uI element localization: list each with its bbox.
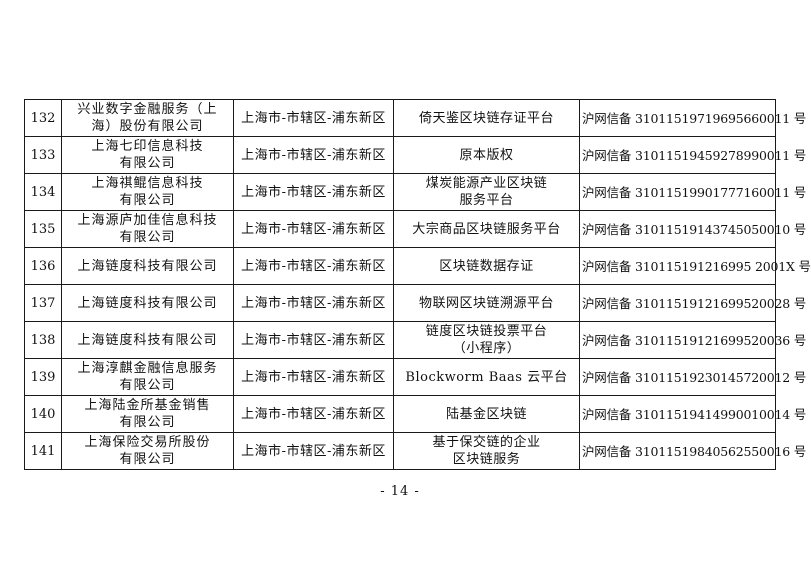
company-name-cell-line: 上海保险交易所股份	[84, 435, 211, 450]
service-name-cell: 链度区块链投票平台 （小程序）	[393, 321, 580, 359]
company-name-cell-line: 上海源庐加佳信息科技	[77, 213, 218, 228]
service-name-cell-line: 倚天鉴区块链存证平台	[418, 110, 554, 126]
company-name-cell-line: 兴业数字金融服务（上	[77, 102, 218, 117]
service-name-cell: 煤炭能源产业区块链服务平台	[393, 173, 580, 211]
company-name-cell-line: 上海链度科技有限公司	[77, 332, 218, 348]
row-number-cell: 133	[24, 136, 62, 174]
record-number-cell: 沪网信备 31011519901777160011 号	[579, 173, 806, 211]
region-cell: 上海市-市辖区-浦东新区	[233, 321, 394, 359]
company-name-cell: 上海陆金所基金销售有限公司	[61, 395, 234, 433]
company-name-cell-line: 上海淳麒金融信息服务	[77, 361, 218, 376]
region-cell: 上海市-市辖区-浦东新区	[233, 395, 394, 433]
service-name-cell: 大宗商品区块链服务平台	[393, 210, 580, 248]
company-name-cell-line: 上海链度科技有限公司	[77, 295, 218, 311]
region-cell: 上海市-市辖区-浦东新区	[233, 173, 394, 211]
company-name-cell: 上海祺鲲信息科技有限公司	[61, 173, 234, 211]
record-number-cell: 沪网信备 31011519121699520036 号	[579, 321, 806, 359]
service-name-cell-line: 基于保交链的企业	[432, 435, 541, 450]
row-number-cell: 140	[24, 395, 62, 433]
company-name-cell: 上海链度科技有限公司	[61, 321, 234, 359]
record-number-cell: 沪网信备 31011519121699520028 号	[579, 284, 806, 322]
service-name-cell-line: 区块链服务	[452, 452, 521, 467]
record-number-cell: 沪网信备 31011519840562550016 号	[579, 432, 806, 470]
table-row: 137 上海链度科技有限公司上海市-市辖区-浦东新区 物联网区块链溯源平台 沪网信备 …	[24, 284, 806, 322]
row-number-cell: 138	[24, 321, 62, 359]
row-number-cell: 139	[24, 358, 62, 396]
company-name-cell: 上海保险交易所股份有限公司	[61, 432, 234, 470]
service-name-cell-line: （小程序）	[452, 341, 521, 356]
company-name-cell-line: 海）股份有限公司	[91, 119, 204, 134]
service-name-cell-line: 链度区块链投票平台	[425, 324, 548, 339]
company-name-cell-line: 上海七印信息科技	[91, 139, 204, 154]
region-cell: 上海市-市辖区-浦东新区	[233, 136, 394, 174]
service-name-cell: 物联网区块链溯源平台	[393, 284, 580, 322]
region-cell: 上海市-市辖区-浦东新区	[233, 284, 394, 322]
company-name-cell-line: 有限公司	[119, 156, 176, 171]
region-cell: 上海市-市辖区-浦东新区	[233, 247, 394, 285]
service-name-cell: 原本版权	[393, 136, 580, 174]
service-name-cell: 区块链数据存证	[393, 247, 580, 285]
record-number-cell: 沪网信备 31011519719695660011 号	[579, 99, 806, 137]
record-number-cell: 沪网信备 31011519230145720012 号	[579, 358, 806, 396]
company-name-cell: 上海链度科技有限公司	[61, 247, 234, 285]
service-name-cell-line: 原本版权	[459, 147, 514, 163]
company-name-cell: 上海七印信息科技有限公司	[61, 136, 234, 174]
company-name-cell-line: 有限公司	[119, 415, 176, 430]
page-number: - 14 -	[380, 484, 420, 499]
company-name-cell-line: 上海祺鲲信息科技	[91, 176, 204, 191]
company-name-cell-line: 有限公司	[119, 378, 176, 393]
row-number-cell: 135	[24, 210, 62, 248]
record-number-cell: 沪网信备 310115191216995 2001X 号	[579, 247, 811, 285]
row-number-cell: 137	[24, 284, 62, 322]
company-name-cell-line: 上海陆金所基金销售	[84, 398, 211, 413]
region-cell: 上海市-市辖区-浦东新区	[233, 99, 394, 137]
service-name-cell-line: 煤炭能源产业区块链	[425, 176, 548, 191]
row-number-cell: 141	[24, 432, 62, 470]
company-name-cell: 兴业数字金融服务（上海）股份有限公司	[61, 99, 234, 137]
company-name-cell-line: 上海链度科技有限公司	[77, 258, 218, 274]
record-number-cell: 沪网信备 31011519459278990011 号	[579, 136, 806, 174]
service-name-cell: Blockworm Baas 云平台	[393, 358, 580, 396]
company-name-cell: 上海链度科技有限公司	[61, 284, 234, 322]
row-number-cell: 136	[24, 247, 62, 285]
service-name-cell: 基于保交链的企业区块链服务	[393, 432, 580, 470]
table-row: 138 上海链度科技有限公司上海市-市辖区-浦东新区 链度区块链投票平台 （小程序） 沪…	[24, 321, 806, 359]
company-name-cell: 上海淳麒金融信息服务有限公司	[61, 358, 234, 396]
record-number-cell: 沪网信备 31011519414990010014 号	[579, 395, 806, 433]
service-name-cell-line: 区块链数据存证	[439, 258, 534, 274]
service-name-cell-line: 陆基金区块链	[445, 406, 527, 422]
company-name-cell: 上海源庐加佳信息科技有限公司	[61, 210, 234, 248]
region-cell: 上海市-市辖区-浦东新区	[233, 210, 394, 248]
service-name-cell-line: 物联网区块链溯源平台	[418, 295, 554, 311]
region-cell: 上海市-市辖区-浦东新区	[233, 358, 394, 396]
company-name-cell-line: 有限公司	[119, 230, 176, 245]
row-number-cell: 132	[24, 99, 62, 137]
table-row: 136 上海链度科技有限公司上海市-市辖区-浦东新区 区块链数据存证 沪网信备 310…	[24, 247, 811, 285]
company-name-cell-line: 有限公司	[119, 452, 176, 467]
row-number-cell: 134	[24, 173, 62, 211]
service-name-cell-line: 大宗商品区块链服务平台	[412, 221, 561, 237]
region-cell: 上海市-市辖区-浦东新区	[233, 432, 394, 470]
service-name-cell: 陆基金区块链	[393, 395, 580, 433]
service-name-cell: 倚天鉴区块链存证平台	[393, 99, 580, 137]
company-name-cell-line: 有限公司	[119, 193, 176, 208]
record-number-cell: 沪网信备 31011519143745050010 号	[579, 210, 806, 248]
service-name-cell-line: Blockworm Baas 云平台	[405, 369, 568, 385]
service-name-cell-line: 服务平台	[459, 193, 514, 208]
